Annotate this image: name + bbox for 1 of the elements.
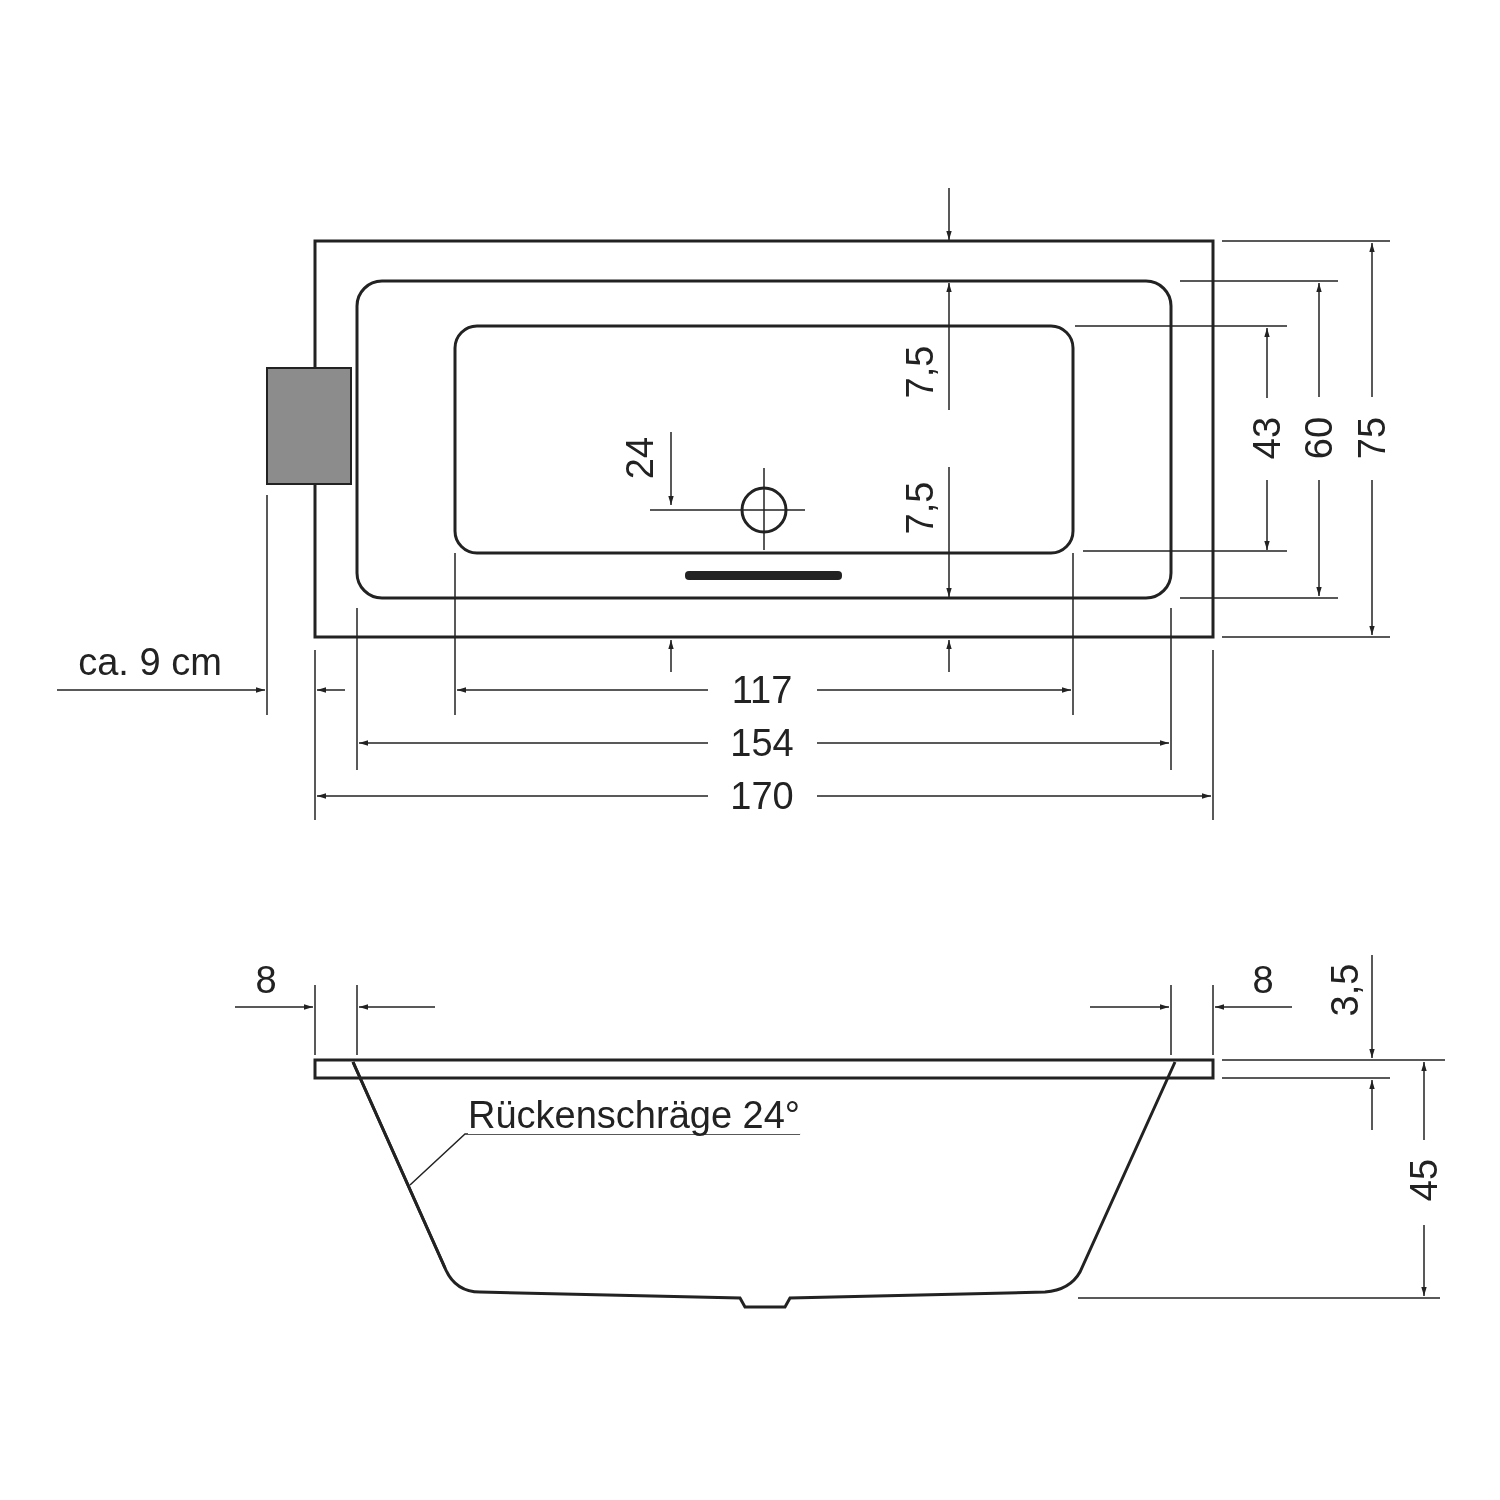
tub-side-wall	[351, 1061, 447, 1269]
